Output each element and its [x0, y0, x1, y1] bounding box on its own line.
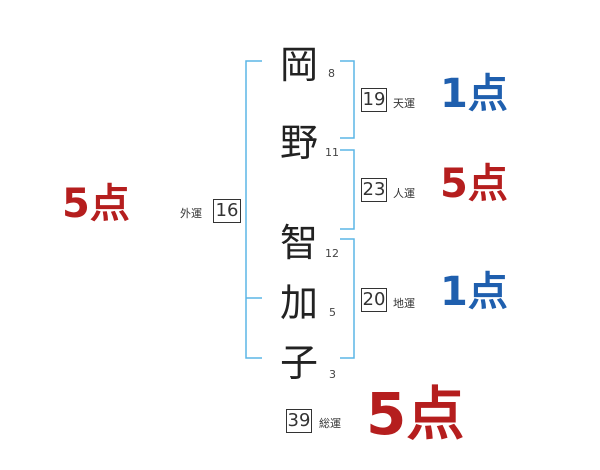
- chi-label: 地運: [393, 297, 415, 310]
- name-char-3: 智: [279, 221, 318, 265]
- stroke-count-5: 3: [329, 368, 336, 381]
- name-char-5: 子: [279, 341, 318, 385]
- gai-value-box: 16: [213, 199, 241, 223]
- name-char-4: 加: [279, 281, 318, 325]
- gai-label: 外運: [180, 207, 202, 220]
- outer-bracket: [245, 60, 262, 359]
- ten-bracket: [340, 60, 355, 139]
- name-char-1: 岡: [279, 43, 318, 87]
- jin-label: 人運: [393, 187, 415, 200]
- chi-score: 1点: [440, 269, 508, 315]
- stroke-count-3: 12: [325, 247, 339, 260]
- ten-label: 天運: [393, 97, 415, 110]
- stroke-count-2: 11: [325, 146, 339, 159]
- jin-value-box: 23: [361, 178, 387, 202]
- so-label: 総運: [319, 417, 341, 430]
- jin-bracket: [340, 149, 355, 230]
- ten-score: 1点: [440, 71, 508, 117]
- stroke-count-1: 8: [328, 67, 335, 80]
- chi-value-box: 20: [361, 288, 387, 312]
- so-value-box: 39: [286, 409, 312, 433]
- jin-score: 5点: [440, 161, 508, 207]
- chi-bracket: [340, 238, 355, 359]
- stroke-count-4: 5: [329, 306, 336, 319]
- gai-score: 5点: [62, 181, 130, 227]
- so-score: 5点: [366, 380, 465, 448]
- name-char-2: 野: [279, 121, 318, 165]
- ten-value-box: 19: [361, 88, 387, 112]
